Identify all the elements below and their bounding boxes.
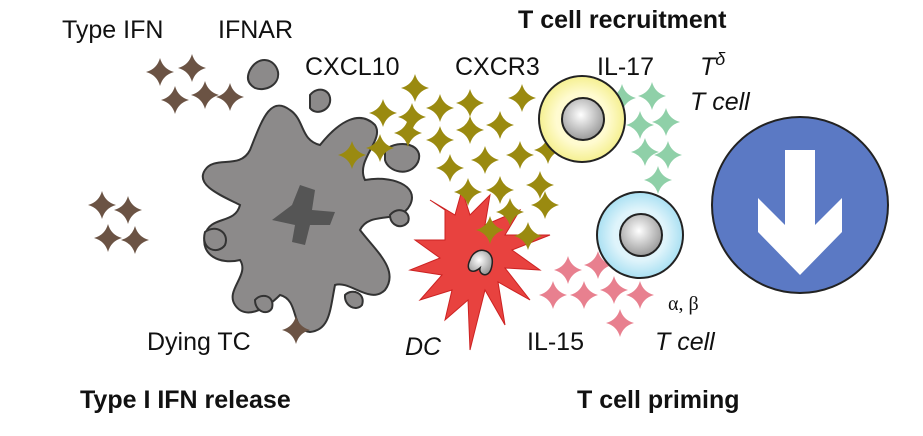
il15-sparkle-icon — [570, 281, 598, 309]
cxcl10-sparkle-icon — [401, 74, 429, 102]
il15-sparkle-icon — [539, 281, 567, 309]
cxcl10-sparkle-icon — [471, 146, 499, 174]
ifn-sparkle-icon — [94, 224, 122, 252]
alpha-beta-t-cell — [596, 191, 684, 279]
gd-t-cell-label: T cell — [690, 88, 751, 116]
ifn-sparkle-icon — [88, 191, 116, 219]
cxcl10-sparkle-icon — [486, 176, 514, 204]
cxcl10-sparkle-icon — [531, 191, 559, 219]
ifn-sparkle-icon — [282, 316, 310, 344]
il15-sparkle-icon — [584, 251, 612, 279]
cxcl10-sparkle-icon — [486, 111, 514, 139]
type-ifn-label: Type IFN — [62, 16, 163, 44]
cxcl10-sparkle-icon — [534, 136, 562, 164]
cxcl10-sparkle-icon — [394, 119, 422, 147]
dc-label: DC — [405, 333, 442, 361]
gamma-delta-t-cell — [538, 75, 626, 163]
cxcr3-label: CXCR3 — [455, 53, 540, 81]
cxcl10-sparkle-icon — [508, 84, 536, 112]
cxcl10-sparkle-icon — [514, 222, 542, 250]
t-delta-label: Tδ — [700, 49, 726, 81]
cxcl10-sparkle-icon — [496, 198, 524, 226]
il15-sparkle-icon — [626, 281, 654, 309]
cxcl10-sparkle-icon — [426, 126, 454, 154]
dying-tumor-cell — [201, 59, 421, 334]
cxcl10-sparkle-icon — [454, 178, 482, 206]
cxcl10-sparkle-icon — [338, 141, 366, 169]
ifn-sparkle-icon — [146, 58, 174, 86]
dying-tc-label: Dying TC — [147, 328, 251, 356]
il15-sparkle-icon — [606, 309, 634, 337]
il17-label: IL-17 — [597, 53, 654, 81]
t-cell-recruitment-title: T cell recruitment — [518, 6, 727, 34]
cxcl10-sparkle-icon — [436, 154, 464, 182]
il17-sparkle-icon — [644, 166, 672, 194]
ifn-sparkle-icon — [191, 81, 219, 109]
ab-t-cell-label: T cell — [655, 328, 716, 356]
cxcl10-sparkle-icon — [366, 134, 394, 162]
ifn-sparkle-icon — [121, 226, 149, 254]
il17-sparkle-icon — [638, 82, 666, 110]
cxcl10-sparkle-icon — [506, 141, 534, 169]
cxcl10-sparkle-icon — [398, 103, 426, 131]
cytokine-sparkles — [88, 54, 682, 344]
cxcl10-sparkle-icon — [456, 116, 484, 144]
il17-sparkle-icon — [652, 108, 680, 136]
il15-sparkle-icon — [600, 276, 628, 304]
ifnar-label: IFNAR — [218, 16, 293, 44]
cxcl10-sparkle-icon — [369, 99, 397, 127]
il17-sparkle-icon — [626, 111, 654, 139]
ifn-sparkle-icon — [178, 54, 206, 82]
dendritic-cell — [408, 188, 551, 351]
ifn-sparkle-icon — [216, 83, 244, 111]
il17-sparkle-icon — [654, 141, 682, 169]
il15-label: IL-15 — [527, 328, 584, 356]
ifn-sparkle-icon — [161, 86, 189, 114]
type1-ifn-release-title: Type I IFN release — [80, 386, 291, 414]
alpha-beta-label: α, β — [668, 293, 699, 315]
t-cell-priming-title: T cell priming — [577, 386, 740, 414]
cxcl10-sparkle-icon — [426, 94, 454, 122]
cxcl10-sparkle-icon — [476, 216, 504, 244]
ifn-sparkle-icon — [114, 196, 142, 224]
cxcl10-label: CXCL10 — [305, 53, 400, 81]
il17-sparkle-icon — [631, 138, 659, 166]
down-arrow-icon — [711, 116, 889, 294]
cxcl10-sparkle-icon — [526, 171, 554, 199]
cxcl10-sparkle-icon — [456, 89, 484, 117]
il17-sparkle-icon — [608, 84, 636, 112]
il15-sparkle-icon — [554, 256, 582, 284]
